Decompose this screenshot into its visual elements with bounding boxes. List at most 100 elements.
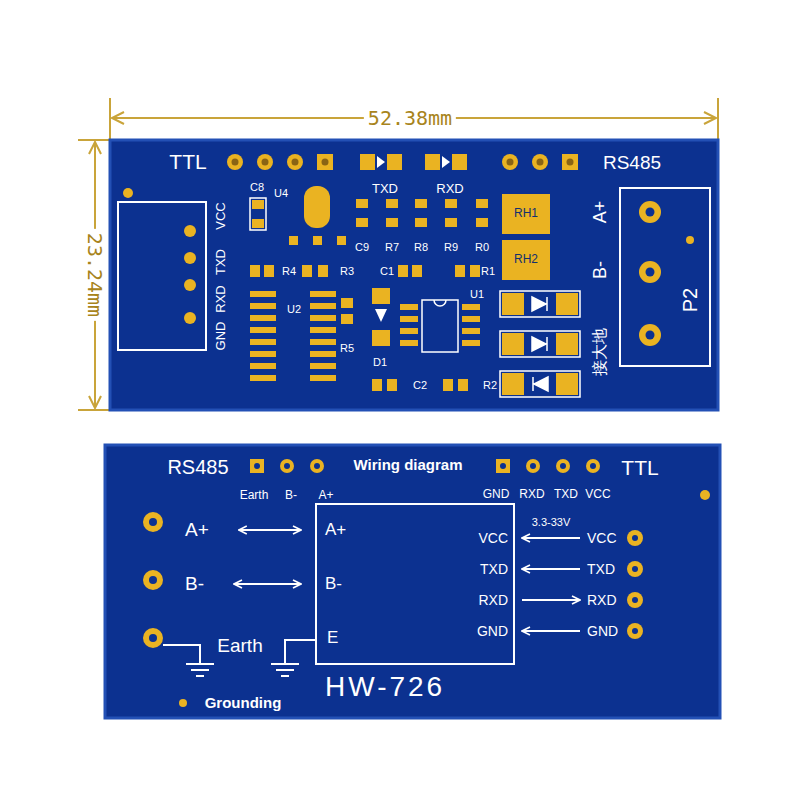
terminal-pad: [143, 628, 163, 648]
module-box: A+B-EVCCTXDRXDGNDHW-726: [315, 503, 515, 665]
pin-hole: [314, 463, 320, 469]
extension-line: [717, 98, 719, 140]
led-pad: [425, 154, 440, 170]
voltage-label: 3.3-33V: [532, 516, 571, 528]
diode-pad: [556, 333, 578, 355]
d1-diode: [372, 288, 390, 346]
pin-pad: [586, 459, 600, 473]
pin-pad: [184, 252, 196, 264]
smd-pad: [476, 199, 488, 208]
smd-pad: [387, 379, 397, 391]
signal-arrow: [239, 529, 301, 531]
module-name: HW-726: [325, 671, 445, 703]
regulator-pad: [313, 236, 322, 245]
p2-terminal: [620, 188, 710, 366]
pin-hole: [500, 463, 506, 469]
resistor-pad: [502, 240, 550, 280]
terminal-pad: [143, 570, 163, 590]
part-designator: R1: [481, 265, 495, 277]
terminal-label: GND: [587, 623, 618, 639]
smd-pad: [250, 265, 260, 277]
resistor-pad: [502, 194, 550, 234]
smd-pad: [412, 265, 422, 277]
pin-name: GND: [477, 623, 508, 639]
pcb-board: [105, 445, 720, 718]
part-designator: R4: [282, 265, 296, 277]
ic-body: [422, 300, 458, 352]
terminal-hole: [646, 331, 655, 340]
smd-pad: [470, 265, 480, 277]
terminal-pad: [627, 530, 643, 546]
pin-pad: [250, 459, 264, 473]
ic-pad: [310, 339, 336, 345]
led-mark: [442, 156, 450, 168]
part-designator: P2: [679, 288, 701, 312]
pin-name: TXD: [480, 561, 508, 577]
terminal-label: VCC: [587, 530, 617, 546]
u4-regulator: [289, 186, 346, 245]
signal-arrow: [234, 583, 301, 585]
part-designator: RH2: [514, 253, 538, 266]
part-designator: R3: [340, 265, 354, 277]
part-designator: U2: [287, 303, 301, 315]
rs485-header: [502, 154, 578, 170]
pin-pad: [227, 154, 243, 170]
mount-dot: [686, 236, 694, 244]
terminal-pads: [143, 490, 710, 707]
smd-pad: [458, 379, 468, 391]
ic-notch: [434, 300, 446, 306]
pin-label: TXD: [214, 249, 228, 275]
capacitor-pad: [252, 219, 264, 228]
left-connector: [118, 188, 206, 350]
pin-pad: [317, 154, 333, 170]
resistor-row: [356, 199, 488, 227]
ic-pad: [250, 291, 276, 297]
signal-arrow: [522, 630, 580, 632]
part-designator: C8: [250, 181, 264, 193]
capacitor-pad: [252, 200, 264, 209]
bullet-dot: [179, 699, 187, 707]
terminal: B-: [185, 572, 234, 596]
ic-pad: [310, 375, 336, 381]
c8-capacitor: [250, 198, 266, 230]
smd-pad: [455, 265, 465, 277]
pin-hole: [322, 159, 329, 166]
regulator-pad: [289, 236, 298, 245]
ic-pad: [462, 316, 480, 322]
terminal-pad: [627, 592, 643, 608]
pin-pad: [496, 459, 510, 473]
diode-pad: [502, 293, 524, 315]
module-pin: VCC: [476, 529, 522, 547]
pin-pad: [184, 279, 196, 291]
terminal: TXD: [580, 560, 617, 578]
extension-line: [109, 98, 111, 140]
pin-pad: [184, 225, 196, 237]
smd-pad: [415, 218, 427, 227]
ground-note: 接大地: [591, 328, 609, 376]
ground-symbol: [271, 640, 315, 676]
tvs-diodes: [500, 291, 580, 397]
extension-line: [78, 139, 110, 141]
diagram-title: Wiring diagram: [353, 457, 462, 474]
diode-outline: [500, 291, 580, 317]
diode-pad: [372, 288, 390, 304]
module-pin: B-: [301, 573, 344, 595]
ground-symbol: [163, 645, 214, 676]
ic-pad: [250, 351, 276, 357]
terminal-pad: [143, 512, 163, 532]
ic-pad: [400, 328, 418, 334]
ic-pad: [250, 327, 276, 333]
dimension-label: 52.38mm: [364, 107, 456, 129]
pin-label: A+: [318, 489, 333, 502]
pin-hole: [254, 463, 260, 469]
terminal: VCC: [580, 529, 619, 547]
smd-pad: [264, 265, 274, 277]
dimension-label: 23.24mm: [84, 229, 106, 321]
pin-hole: [507, 159, 514, 166]
smd-pad: [445, 218, 457, 227]
header-label: RS485: [167, 456, 228, 478]
ic-pad: [400, 340, 418, 346]
pin-pad: [502, 154, 518, 170]
diode-pad: [502, 333, 524, 355]
u2-chip: [250, 291, 336, 381]
